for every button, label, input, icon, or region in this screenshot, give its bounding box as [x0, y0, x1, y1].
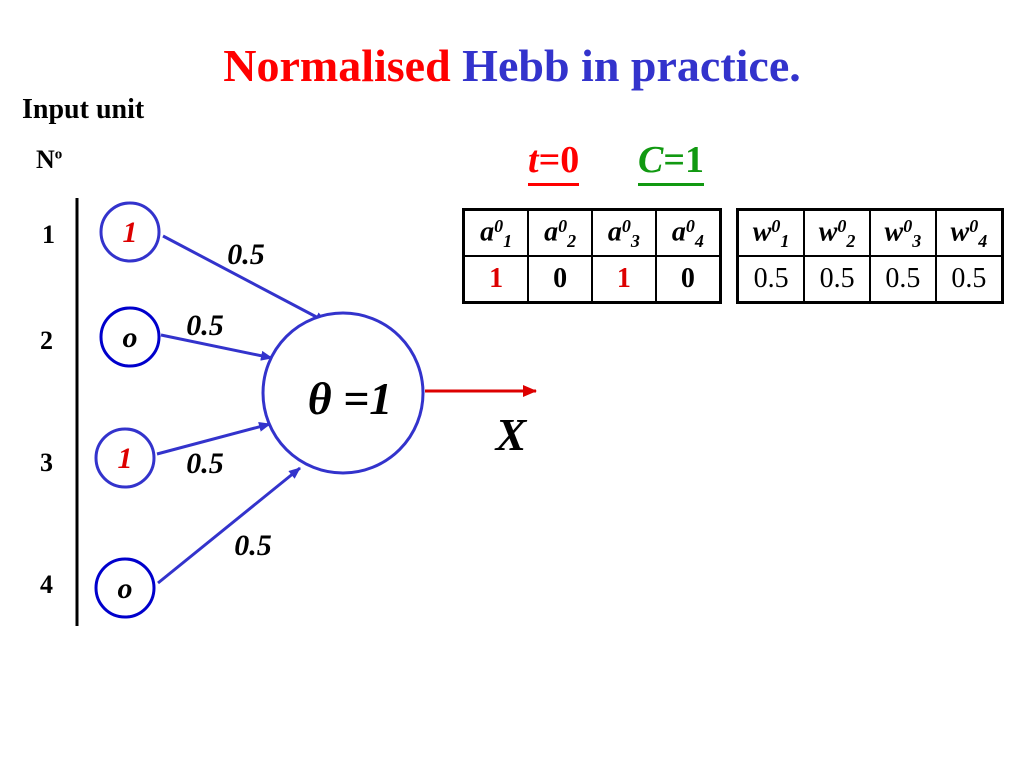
activation-header-2: a02 — [527, 208, 593, 257]
weight-label-2: 0.5 — [186, 309, 224, 342]
input-unit-label: Input unit — [22, 94, 145, 125]
activation-value-3: 1 — [590, 255, 657, 304]
weight-label-3: 0.5 — [186, 447, 224, 480]
title-rest: Hebb in practice. — [462, 40, 801, 91]
weight-header-4: w04 — [934, 208, 1004, 257]
number-label: No — [36, 145, 62, 175]
weight-header-3: w03 — [868, 208, 937, 257]
param-c-val: =1 — [663, 139, 705, 181]
header-base: a — [607, 216, 622, 248]
row-number-2: 2 — [40, 326, 53, 355]
header-base: w — [884, 216, 904, 248]
connection-2 — [160, 333, 273, 361]
weight-table-header: w01 w02 w03 w04 — [736, 208, 1004, 257]
header-sub: 3 — [912, 230, 922, 251]
header-sub: 1 — [780, 230, 790, 251]
header-sup: 0 — [837, 216, 847, 237]
weight-label-4: 0.5 — [234, 529, 272, 562]
input-node-1 — [99, 201, 161, 263]
number-label-sup: o — [54, 146, 63, 163]
header-base: a — [544, 216, 559, 248]
header-sub: 3 — [630, 230, 640, 251]
weight-table-values: 0.5 0.5 0.5 0.5 — [736, 255, 1004, 304]
threshold-label: θ =1 — [308, 373, 393, 424]
header-sub: 2 — [567, 230, 577, 251]
activation-value-1: 1 — [462, 255, 530, 304]
header-sup: 0 — [969, 216, 979, 237]
input-value-2: o — [123, 321, 138, 354]
header-base: a — [480, 216, 495, 248]
header-base: w — [950, 216, 970, 248]
header-sub: 2 — [846, 230, 856, 251]
header-base: w — [752, 216, 772, 248]
param-c-var: C — [638, 139, 664, 181]
weight-label-1: 0.5 — [227, 238, 265, 271]
header-base: a — [671, 216, 686, 248]
header-sup: 0 — [621, 216, 631, 237]
weight-value-4: 0.5 — [934, 255, 1004, 304]
header-sup: 0 — [685, 216, 695, 237]
activation-table-values: 1 0 1 0 — [462, 255, 722, 304]
number-label-main: N — [36, 145, 55, 174]
header-base: w — [818, 216, 838, 248]
header-sup: 0 — [771, 216, 781, 237]
row-number-4: 4 — [40, 570, 53, 599]
title-normalised: Normalised — [223, 40, 451, 91]
weight-value-1: 0.5 — [736, 255, 806, 304]
input-value-3: 1 — [118, 442, 133, 475]
connection-3 — [156, 421, 271, 456]
activation-header-1: a01 — [462, 208, 530, 257]
neuron-node — [261, 311, 425, 475]
input-value-4: o — [118, 572, 133, 605]
input-node-3 — [94, 427, 156, 489]
activation-value-4: 0 — [654, 255, 722, 304]
header-sub: 1 — [503, 230, 513, 251]
weight-value-3: 0.5 — [868, 255, 937, 304]
param-t-var: t — [528, 139, 539, 181]
header-sup: 0 — [558, 216, 568, 237]
activation-table-header: a01 a02 a03 a04 — [462, 208, 722, 257]
connection-1 — [162, 234, 327, 324]
activation-header-3: a03 — [590, 208, 657, 257]
header-sub: 4 — [978, 230, 988, 251]
param-t: t=0 — [528, 137, 580, 186]
weight-header-2: w02 — [803, 208, 871, 257]
weight-table: w01 w02 w03 w04 0.5 0.5 0.5 0.5 — [736, 208, 1004, 304]
param-c: C=1 — [638, 137, 705, 186]
header-sub: 4 — [694, 230, 704, 251]
page-title: Normalised Hebb in practice. — [0, 38, 1024, 94]
row-number-3: 3 — [40, 448, 53, 477]
activation-table: a01 a02 a03 a04 1 0 1 0 — [462, 208, 722, 304]
input-value-1: 1 — [123, 216, 138, 249]
row-number-1: 1 — [42, 220, 55, 249]
param-t-val: =0 — [538, 139, 580, 181]
header-sup: 0 — [494, 216, 504, 237]
activation-header-4: a04 — [654, 208, 722, 257]
activation-value-2: 0 — [527, 255, 593, 304]
connection-4 — [157, 466, 301, 585]
weight-header-1: w01 — [736, 208, 806, 257]
output-label: X — [494, 409, 528, 460]
weight-value-2: 0.5 — [803, 255, 871, 304]
header-sup: 0 — [903, 216, 913, 237]
input-node-2 — [99, 306, 161, 368]
input-node-4 — [94, 557, 156, 619]
